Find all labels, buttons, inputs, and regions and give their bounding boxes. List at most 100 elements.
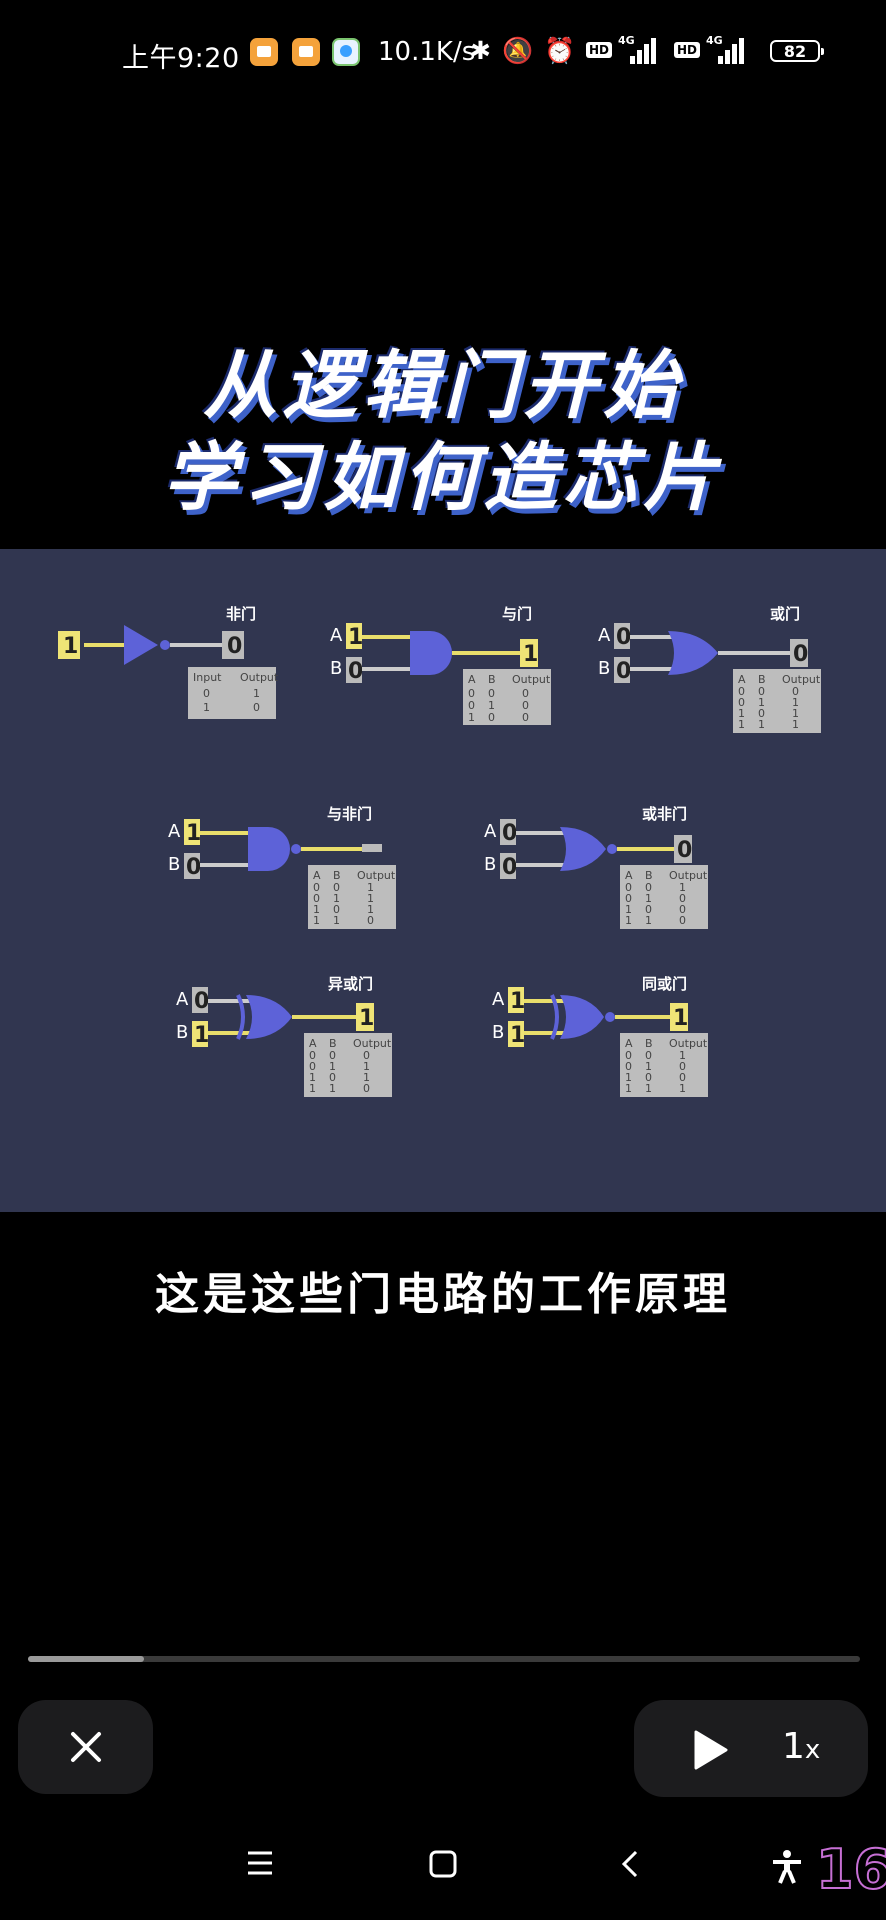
svg-text:0: 0	[679, 914, 686, 927]
svg-text:0: 0	[625, 892, 632, 905]
playback-progress-bar[interactable]	[28, 1656, 860, 1662]
svg-text:0: 0	[502, 821, 517, 846]
svg-text:0: 0	[679, 892, 686, 905]
svg-text:1: 1	[329, 1082, 336, 1095]
overlay-badge: 16	[815, 1837, 886, 1902]
not-gate: 1 0 非门 Input Output 0 1 1 0	[58, 605, 279, 719]
svg-text:1: 1	[758, 696, 765, 709]
status-time: 上午9:20	[122, 43, 240, 74]
svg-text:Output: Output	[240, 671, 279, 684]
svg-text:A: A	[625, 869, 633, 882]
accessibility-icon	[773, 1850, 801, 1884]
svg-text:B: B	[598, 658, 610, 679]
svg-text:1: 1	[758, 718, 765, 731]
home-button[interactable]	[429, 1850, 457, 1882]
svg-text:0: 0	[522, 699, 529, 712]
svg-text:0: 0	[488, 711, 495, 724]
svg-text:1: 1	[488, 699, 495, 712]
svg-text:0: 0	[738, 685, 745, 698]
svg-text:Output: Output	[782, 673, 821, 686]
svg-text:0: 0	[363, 1082, 370, 1095]
svg-text:0: 0	[679, 903, 686, 916]
close-button[interactable]	[18, 1700, 153, 1794]
svg-text:0: 0	[645, 903, 652, 916]
svg-text:0: 0	[333, 881, 340, 894]
svg-text:A: A	[313, 869, 321, 882]
close-icon	[70, 1732, 101, 1762]
svg-text:1: 1	[363, 1071, 370, 1084]
playback-controls: 1x	[634, 1700, 868, 1797]
svg-text:A: A	[738, 673, 746, 686]
svg-text:B: B	[758, 673, 766, 686]
svg-text:1: 1	[468, 711, 475, 724]
menu-button[interactable]	[246, 1850, 274, 1880]
playback-speed-button[interactable]: 1x	[782, 1726, 821, 1767]
svg-text:0: 0	[186, 855, 201, 880]
svg-text:A: A	[598, 625, 611, 646]
svg-text:1: 1	[645, 1060, 652, 1073]
accessibility-button[interactable]	[772, 1850, 802, 1888]
svg-text:0: 0	[309, 1049, 316, 1062]
bluetooth-icon: ✱	[470, 36, 491, 65]
svg-text:1: 1	[194, 1023, 209, 1048]
svg-text:1: 1	[792, 696, 799, 709]
svg-text:1: 1	[792, 707, 799, 720]
svg-text:1: 1	[679, 1082, 686, 1095]
svg-text:1: 1	[367, 881, 374, 894]
title-line-1: 从逻辑门开始	[203, 343, 683, 429]
svg-text:0: 0	[616, 659, 631, 684]
svg-text:A: A	[330, 625, 343, 646]
svg-text:1: 1	[313, 914, 320, 927]
svg-text:1: 1	[367, 903, 374, 916]
svg-text:B: B	[168, 854, 180, 875]
and-gate-label: 与门	[502, 605, 532, 623]
not-output-value: 0	[227, 634, 242, 659]
svg-text:B: B	[488, 673, 496, 686]
svg-text:0: 0	[645, 1049, 652, 1062]
status-bar: 上午9:20 10.1K/s ✱ 🔕 ⏰ HD 4G HD 4G 82	[0, 30, 886, 74]
svg-text:0: 0	[367, 914, 374, 927]
svg-text:A: A	[625, 1037, 633, 1050]
svg-text:0: 0	[329, 1071, 336, 1084]
svg-text:B: B	[492, 1022, 504, 1043]
svg-text:1: 1	[333, 892, 340, 905]
network-speed: 10.1K/s	[378, 37, 476, 67]
svg-text:0: 0	[645, 881, 652, 894]
svg-text:0: 0	[309, 1060, 316, 1073]
svg-text:0: 0	[253, 701, 260, 714]
svg-text:1: 1	[625, 1071, 632, 1084]
signal-icon: 4G	[706, 34, 744, 64]
svg-text:0: 0	[793, 642, 808, 667]
svg-text:0: 0	[313, 881, 320, 894]
svg-text:1: 1	[625, 1082, 632, 1095]
svg-text:0: 0	[758, 707, 765, 720]
svg-text:Output: Output	[669, 869, 708, 882]
hd-icon: HD	[586, 42, 613, 58]
play-button[interactable]	[690, 1730, 730, 1774]
svg-text:0: 0	[738, 696, 745, 709]
svg-text:A: A	[468, 673, 476, 686]
app-notification-icon	[250, 38, 278, 66]
video-subtitle: 这是这些门电路的工作原理	[155, 1269, 731, 1320]
svg-text:0: 0	[333, 903, 340, 916]
xnor-gate-label: 同或门	[642, 975, 687, 993]
back-button[interactable]	[620, 1850, 640, 1882]
or-gate-label: 或门	[770, 605, 800, 623]
logic-gates-diagram: .lbl { fill:#fff; font-size:15px; font-w…	[58, 605, 821, 1097]
svg-text:0: 0	[468, 699, 475, 712]
svg-text:1: 1	[186, 821, 201, 846]
mute-bell-icon: 🔕	[502, 36, 534, 65]
svg-text:Input: Input	[193, 671, 222, 684]
svg-text:1: 1	[348, 625, 363, 650]
svg-text:Output: Output	[512, 673, 551, 686]
svg-text:B: B	[333, 869, 341, 882]
svg-text:1: 1	[645, 892, 652, 905]
svg-text:B: B	[176, 1022, 188, 1043]
video-frame[interactable]: .lbl { fill:#fff; font-size:15px; font-w…	[0, 549, 886, 1212]
svg-text:1: 1	[738, 707, 745, 720]
svg-text:1: 1	[359, 1006, 374, 1031]
svg-text:A: A	[484, 821, 497, 842]
svg-text:B: B	[484, 854, 496, 875]
svg-text:Output: Output	[357, 869, 396, 882]
